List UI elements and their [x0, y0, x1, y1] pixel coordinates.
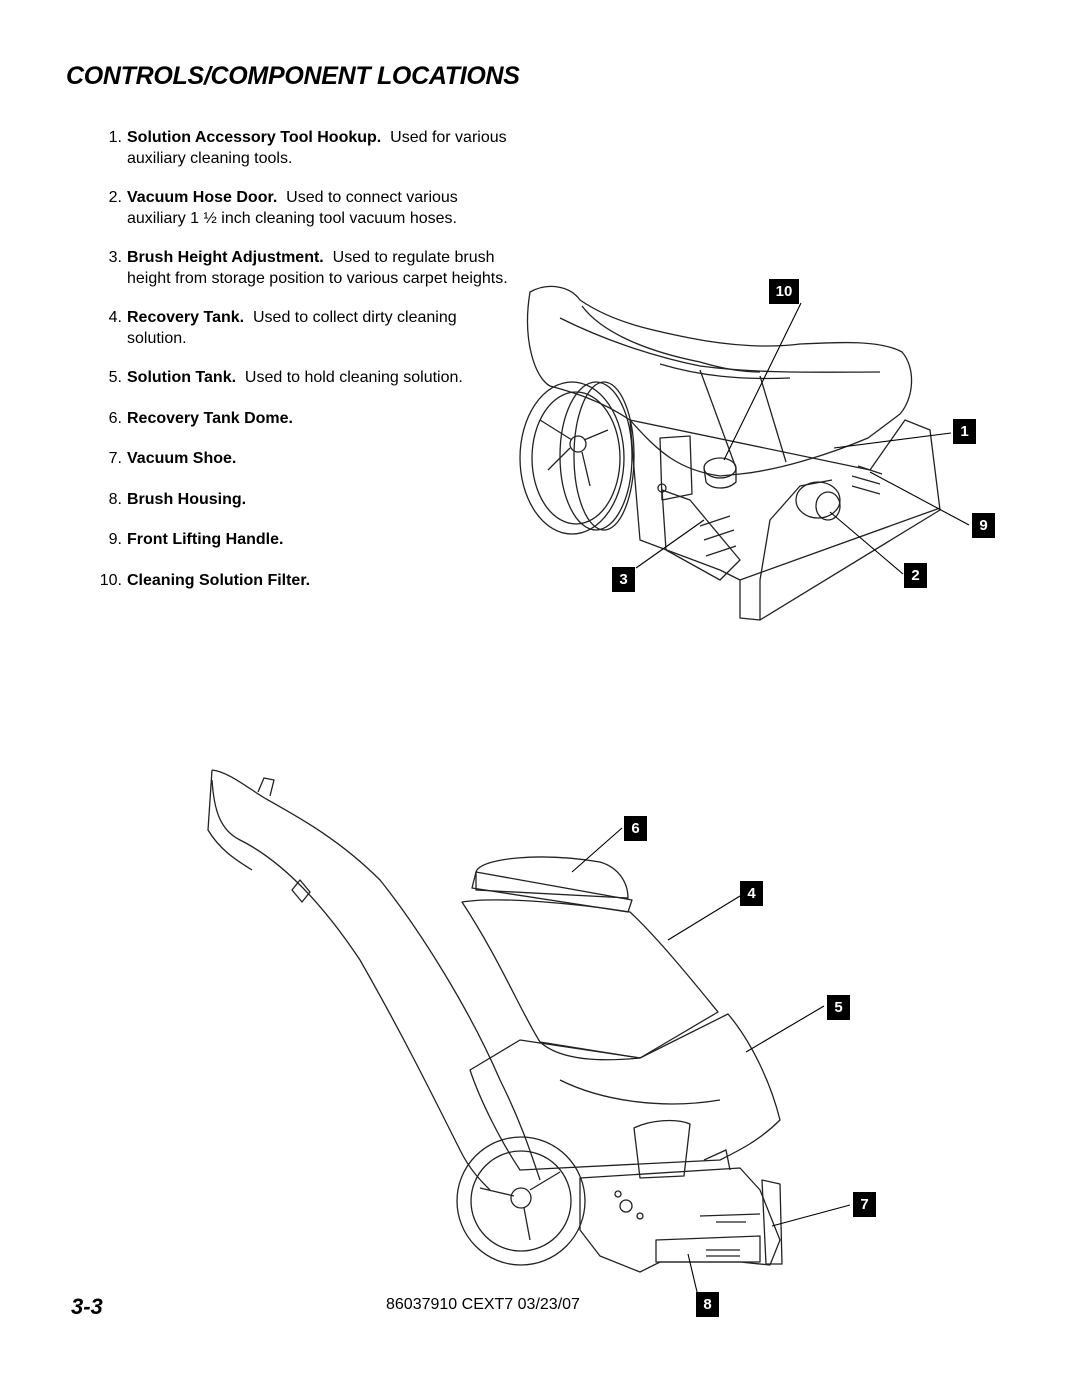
rear-wheel — [456, 1136, 586, 1266]
callout-6: 6 — [624, 816, 647, 841]
list-item: 4. Recovery Tank. Used to collect dirty … — [94, 308, 514, 349]
vacuum-shoe — [761, 1179, 783, 1265]
front-view-drawing — [519, 285, 970, 621]
item-description: Used for various auxiliary cleaning tool… — [127, 129, 507, 167]
item-number: 2. — [108, 189, 122, 206]
callout-9: 9 — [972, 513, 995, 538]
list-item: 9. Front Lifting Handle. — [94, 530, 514, 551]
item-number: 4. — [108, 309, 122, 326]
item-description: Used to collect dirty cleaning solution. — [127, 309, 457, 347]
item-number: 1. — [108, 129, 122, 146]
recovery-tank-body — [526, 285, 913, 477]
item-number: 10. — [99, 571, 122, 589]
item-label: Recovery Tank Dome. — [127, 409, 293, 427]
item-number: 3. — [108, 249, 122, 266]
item-number: 7. — [108, 450, 122, 467]
list-item: 6. Recovery Tank Dome. — [94, 409, 514, 430]
list-item: 3. Brush Height Adjustment. Used to regu… — [94, 248, 514, 289]
brush-housing — [655, 1235, 761, 1263]
item-label: Front Lifting Handle. — [127, 531, 284, 548]
list-item: 8. Brush Housing. — [94, 490, 514, 511]
item-label: Cleaning Solution Filter. — [127, 571, 311, 589]
vacuum-hose-door — [795, 481, 841, 519]
document-id: 86037910 CEXT7 03/23/07 — [386, 1296, 580, 1313]
side-view-drawing — [207, 769, 851, 1297]
filter-cap — [703, 457, 737, 479]
callout-1: 1 — [953, 419, 976, 444]
item-label: Vacuum Hose Door. — [127, 189, 278, 206]
callout-4: 4 — [740, 881, 763, 906]
list-item: 1. Solution Accessory Tool Hookup. Used … — [94, 128, 514, 169]
recovery-tank-dome — [475, 856, 629, 899]
chassis — [579, 1167, 781, 1273]
callout-10: 10 — [769, 279, 799, 304]
item-number: 9. — [108, 531, 122, 548]
page-number: 3-3 — [71, 1294, 103, 1319]
recovery-tank — [461, 899, 719, 1059]
page-title: CONTROLS/COMPONENT LOCATIONS — [66, 62, 520, 90]
list-item: 5. Solution Tank. Used to hold cleaning … — [94, 368, 514, 389]
list-item: 10. Cleaning Solution Filter. — [94, 571, 514, 592]
item-description: Used to regulate brush height from stora… — [127, 249, 508, 287]
callout-8: 8 — [696, 1292, 719, 1317]
item-label: Recovery Tank. — [127, 309, 245, 326]
handle — [211, 769, 541, 1181]
item-label: Vacuum Shoe. — [127, 450, 237, 467]
item-label: Solution Tank. — [127, 369, 237, 386]
component-list: 1. Solution Accessory Tool Hookup. Used … — [94, 128, 514, 591]
wheel — [519, 381, 625, 535]
item-description: Used to connect various auxiliary 1 ½ in… — [127, 189, 458, 227]
list-item: 7. Vacuum Shoe. — [94, 449, 514, 470]
item-number: 6. — [108, 409, 122, 427]
brush-height-bracket — [661, 489, 741, 581]
item-label: Brush Housing. — [127, 490, 247, 508]
item-description: Used to hold cleaning solution. — [244, 369, 463, 386]
solution-tank — [469, 1013, 781, 1171]
callout-7: 7 — [853, 1192, 876, 1217]
item-label: Brush Height Adjustment. — [127, 249, 324, 266]
item-number: 5. — [108, 369, 122, 386]
callout-3: 3 — [612, 567, 635, 592]
list-item: 2. Vacuum Hose Door. Used to connect var… — [94, 188, 514, 229]
callout-5: 5 — [827, 995, 850, 1020]
item-number: 8. — [108, 490, 122, 508]
callout-2: 2 — [904, 563, 927, 588]
item-label: Solution Accessory Tool Hookup. — [127, 129, 382, 146]
base-housing — [629, 419, 941, 621]
